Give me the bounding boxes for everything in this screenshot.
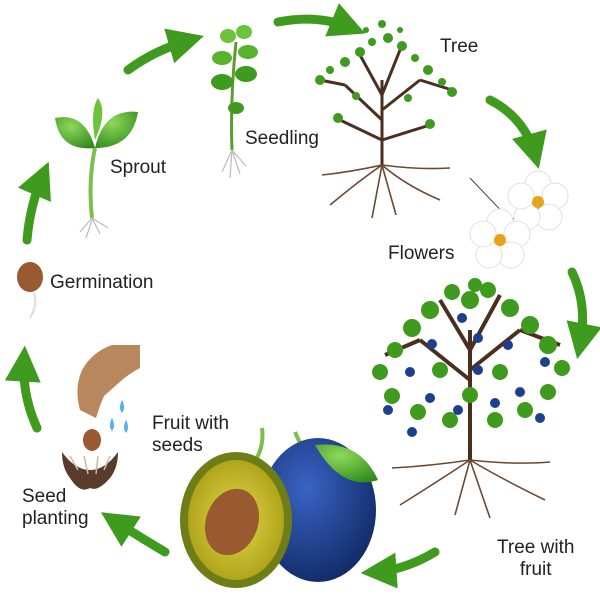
- label-tree-with-fruit-line1: Tree with: [497, 537, 575, 558]
- arrow-icon: [485, 95, 547, 169]
- hand-icon: [77, 345, 140, 418]
- water-drop-icon: [124, 420, 128, 433]
- label-fruit-with-seeds: Fruit with seeds: [152, 413, 229, 457]
- label-sprout: Sprout: [110, 157, 166, 178]
- fruit-tree-roots: [391, 459, 551, 519]
- label-seed-planting-line2: planting: [22, 508, 89, 529]
- label-seed-planting: Seed planting: [22, 486, 89, 530]
- arrow-icon: [100, 512, 170, 557]
- plum-fruits: [383, 313, 550, 437]
- soil-icon: [62, 452, 118, 490]
- flower-icon: [469, 170, 569, 269]
- label-seedling: Seedling: [245, 128, 319, 149]
- tree-icon: [315, 20, 457, 219]
- fruit-tree-icon: [372, 278, 570, 519]
- tree-roots: [321, 164, 451, 219]
- tree-foliage: [315, 20, 457, 129]
- germination-seed-icon: [17, 262, 43, 319]
- water-drop-icon: [120, 400, 124, 413]
- arrow-icon: [566, 267, 600, 360]
- water-drop-icon: [110, 418, 114, 431]
- label-fruit-with-seeds-line1: Fruit with: [152, 413, 230, 434]
- label-flowers: Flowers: [388, 243, 455, 264]
- seed-icon: [83, 429, 101, 451]
- cycle-arrows: [4, 3, 600, 589]
- label-tree-with-fruit-line2: fruit: [519, 559, 552, 580]
- seed-icon: [204, 488, 260, 556]
- plum-icon: [180, 427, 378, 588]
- label-tree: Tree: [440, 36, 479, 57]
- seedling-icon: [211, 25, 258, 179]
- seed-planting-group: [62, 345, 140, 490]
- label-seed-planting-line1: Seed: [22, 486, 67, 507]
- arrow-icon: [123, 28, 204, 75]
- fruit-tree-foliage: [372, 278, 570, 428]
- arrow-icon: [273, 3, 366, 37]
- arrow-icon: [360, 547, 440, 589]
- sprout-icon: [55, 98, 138, 239]
- arrow-icon: [4, 345, 42, 433]
- label-fruit-with-seeds-line2: seeds: [152, 435, 203, 456]
- arrow-icon: [17, 161, 51, 245]
- label-tree-with-fruit: Tree with fruit: [497, 537, 574, 581]
- label-germination: Germination: [50, 272, 154, 293]
